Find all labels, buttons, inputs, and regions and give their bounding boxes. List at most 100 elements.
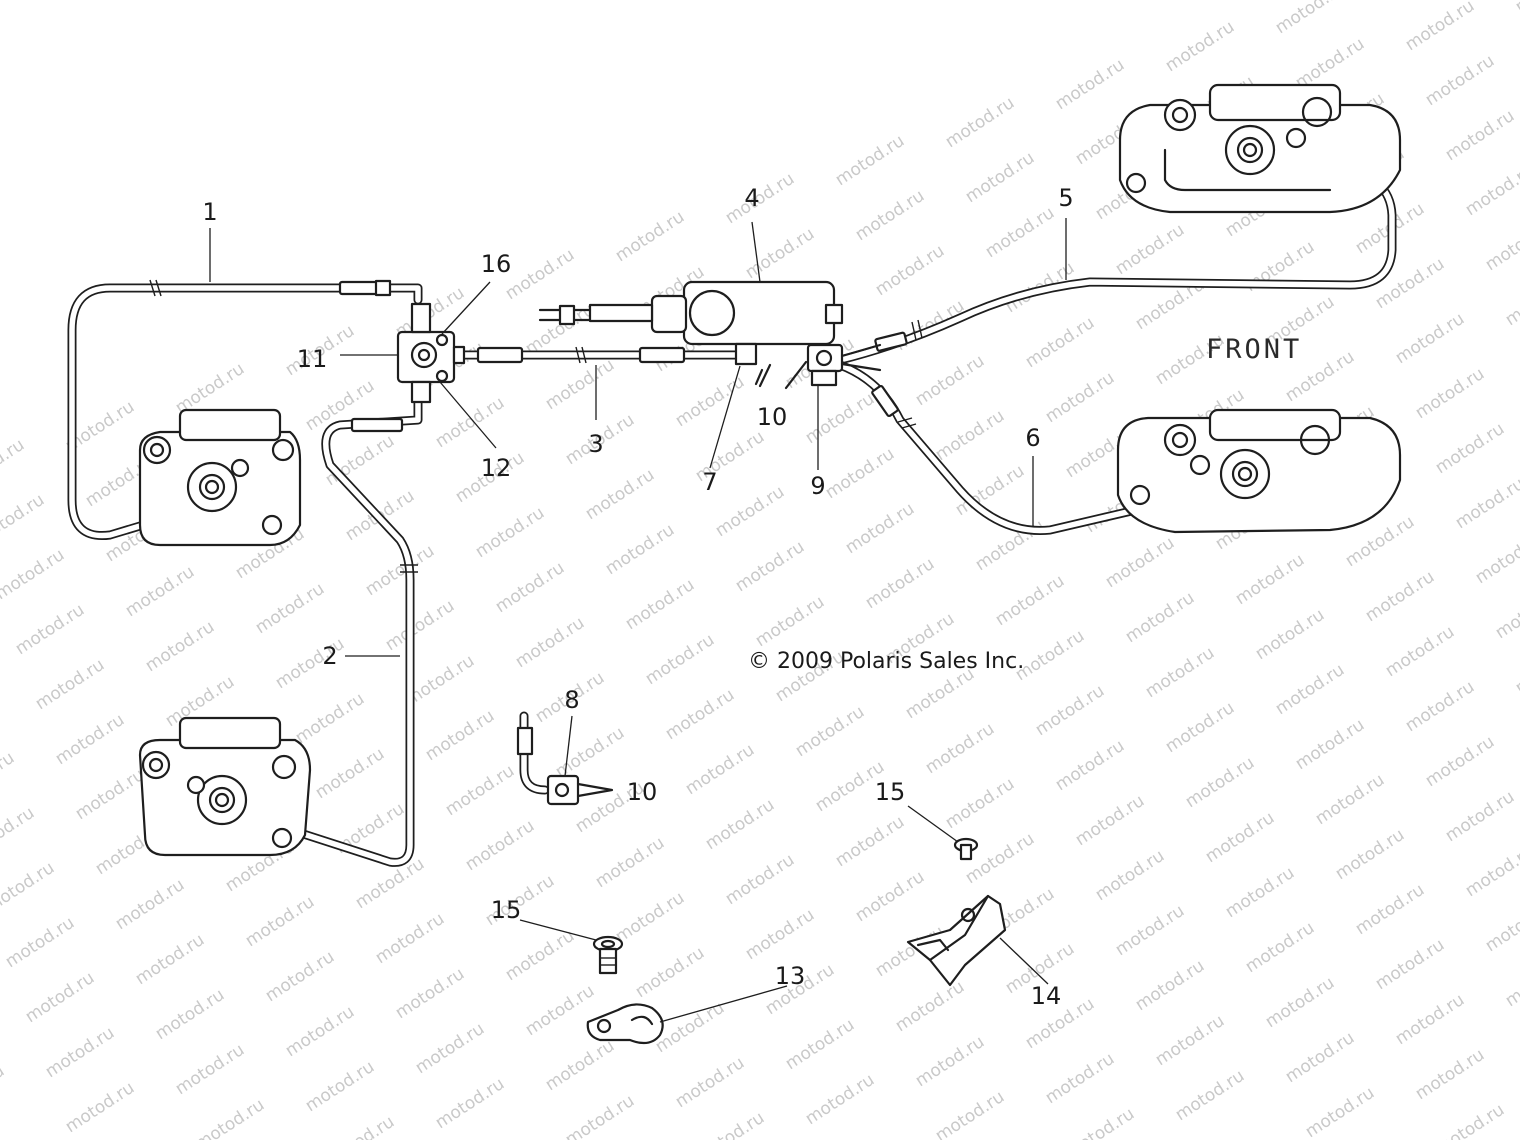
watermark-text: motod.ru [1252,605,1328,664]
watermark-text: motod.ru [1462,161,1520,220]
watermark-text: motod.ru [1042,368,1118,427]
watermark-text: motod.ru [492,558,568,617]
bolt-15-upper [953,837,979,861]
watermark-text: motod.ru [1052,736,1128,795]
watermark-text: motod.ru [1352,880,1428,939]
master-cylinder [538,280,844,388]
watermark-text: motod.ru [832,812,908,871]
watermark-text: motod.ru [642,630,718,689]
watermark-text: motod.ru [592,833,668,892]
caliper-rear-upper [138,408,302,547]
watermark-text: motod.ru [932,1087,1008,1140]
watermark-text: motod.ru [442,761,518,820]
watermark-text: motod.ru [662,685,738,744]
callout-14: 14 [1031,982,1062,1010]
watermark-text: motod.ru [0,435,28,494]
watermark-text: motod.ru [672,372,748,431]
watermark-text: motod.ru [1462,842,1520,901]
watermark-text: motod.ru [1112,220,1188,279]
watermark-text: motod.ru [1282,1028,1358,1087]
brake-hose-6 [835,360,1205,535]
watermark-text: motod.ru [1412,364,1488,423]
watermark-text: motod.ru [292,689,368,748]
watermark-text: motod.ru [542,1036,618,1095]
watermark-text: motod.ru [752,592,828,651]
watermark-text: motod.ru [982,203,1058,262]
watermark-text: motod.ru [0,1061,8,1120]
callout-5: 5 [1058,184,1073,212]
watermark-text: motod.ru [1032,681,1108,740]
watermark-text: motod.ru [502,245,578,304]
watermark-text: motod.ru [462,816,538,875]
watermark-text: motod.ru [302,1057,378,1116]
watermark-text: motod.ru [1202,808,1278,867]
watermark-text: motod.ru [322,1112,398,1140]
callout-9: 9 [810,472,825,500]
watermark-text: motod.ru [312,744,388,803]
watermark-text: motod.ru [242,892,318,951]
watermark-text: motod.ru [542,355,618,414]
watermark-text: motod.ru [432,393,508,452]
bleeder-screw-16 [435,333,449,347]
watermark-text: motod.ru [422,706,498,765]
front-direction-label: FRONT [1206,334,1302,365]
hose-clamp [586,1003,664,1045]
watermark-text: motod.ru [1232,550,1308,609]
watermark-text: motod.ru [892,296,968,355]
watermark-text: motod.ru [912,351,988,410]
callout-15-upper: 15 [875,778,906,806]
watermark-text: motod.ru [1112,901,1188,960]
watermark-text: motod.ru [1482,897,1520,956]
watermark-text: motod.ru [262,947,338,1006]
watermark-text: motod.ru [0,748,18,807]
watermark-text: motod.ru [1382,622,1458,681]
watermark-text: motod.ru [1492,584,1520,643]
watermark-text: motod.ru [1332,825,1408,884]
watermark-text: motod.ru [0,858,58,917]
watermark-text: motod.ru [702,795,778,854]
callout-4: 4 [744,184,759,212]
brake-line-splitter [396,302,466,404]
watermark-text: motod.ru [612,207,688,266]
watermark-text: motod.ru [622,575,698,634]
watermark-text: motod.ru [1182,753,1258,812]
watermark-text: motod.ru [672,1053,748,1112]
watermark-text: motod.ru [922,719,998,778]
watermark-text: motod.ru [1242,918,1318,977]
watermark-text: motod.ru [362,541,438,600]
watermark-text: motod.ru [72,765,148,824]
bleeder-screw-12 [435,369,449,383]
watermark-text: motod.ru [252,579,328,638]
watermark-text: motod.ru [582,465,658,524]
watermark-text: motod.ru [682,740,758,799]
mounting-bracket [906,894,1007,987]
watermark-text: motod.ru [472,503,548,562]
watermark-text: motod.ru [1092,846,1168,905]
watermark-text: motod.ru [1062,1104,1138,1140]
watermark-text: motod.ru [862,554,938,613]
watermark-text: motod.ru [0,803,38,862]
banjo-bolt-7 [734,342,758,366]
brake-hose-1 [67,279,423,541]
watermark-text: motod.ru [1392,990,1468,1049]
watermark-text: motod.ru [392,964,468,1023]
caliper-rear-lower [138,716,312,857]
watermark-text: motod.ru [1122,588,1198,647]
callout-15-lower: 15 [491,896,522,924]
watermark-text: motod.ru [172,1040,248,1099]
watermark-text: motod.ru [602,520,678,579]
brake-hose-3 [450,346,745,364]
watermark-text: motod.ru [872,241,948,300]
bolt-15-lower [592,935,624,975]
watermark-text: motod.ru [0,490,48,549]
caliper-front-upper [1118,83,1402,214]
watermark-text: motod.ru [372,909,448,968]
callout-13: 13 [775,962,806,990]
watermark-text: motod.ru [1172,1066,1248,1125]
watermark-text: motod.ru [802,389,878,448]
watermark-text: motod.ru [62,1078,138,1137]
callout-10-upper: 10 [757,403,788,431]
watermark-text: motod.ru [192,1095,268,1140]
watermark-text: motod.ru [2,913,78,972]
watermark-text: motod.ru [942,93,1018,152]
